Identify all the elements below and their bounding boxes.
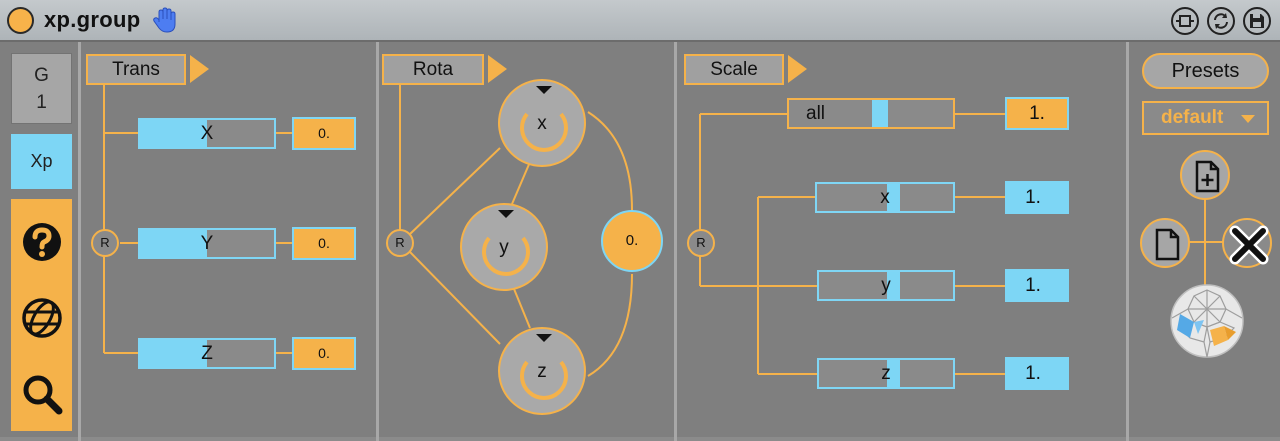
scale-arrow-icon[interactable] xyxy=(788,55,807,83)
scale-y-slider[interactable]: y xyxy=(817,270,955,301)
slider-fill xyxy=(887,360,900,387)
slider-fill xyxy=(140,340,207,367)
slider-fill xyxy=(140,230,207,257)
scale-x-value[interactable]: 1. xyxy=(1005,181,1069,214)
slider-fill xyxy=(872,100,888,127)
file-icon xyxy=(1155,228,1180,261)
scale-all-value[interactable]: 1. xyxy=(1005,97,1069,130)
chevron-down-icon xyxy=(1241,115,1255,123)
group-label: G xyxy=(34,65,49,86)
refresh-button[interactable] xyxy=(1207,7,1235,35)
hotswap-button[interactable] xyxy=(1171,7,1199,35)
scale-y-value[interactable]: 1. xyxy=(1005,269,1069,302)
question-icon[interactable] xyxy=(21,221,63,263)
trans-x-value[interactable]: 0. xyxy=(292,117,356,150)
rota-reset-button[interactable]: R xyxy=(386,229,414,257)
divider xyxy=(1126,42,1129,441)
slider-label: Y xyxy=(200,233,214,254)
xp-mode-button[interactable]: Xp xyxy=(11,134,72,189)
scale-label: Scale xyxy=(684,54,784,85)
group-button[interactable]: G 1 xyxy=(11,53,72,124)
delete-preset-button[interactable] xyxy=(1222,218,1272,268)
slider-label: z xyxy=(881,363,891,384)
presets-button[interactable]: Presets xyxy=(1142,53,1269,89)
dial-label: y xyxy=(499,237,509,258)
dial-label: x xyxy=(537,113,547,134)
dial-label: z xyxy=(537,361,547,382)
geodesic-sphere-icon xyxy=(1170,284,1244,358)
trans-label: Trans xyxy=(86,54,186,85)
slider-fill xyxy=(140,120,207,147)
title-bar: xp.group xyxy=(0,0,1280,42)
trans-reset-button[interactable]: R xyxy=(91,229,119,257)
add-preset-button[interactable] xyxy=(1180,150,1230,200)
slider-label: Z xyxy=(201,343,213,364)
load-preset-button[interactable] xyxy=(1140,218,1190,268)
dial-arc xyxy=(482,210,530,276)
globe-icon[interactable] xyxy=(21,297,63,339)
divider xyxy=(376,42,379,441)
divider xyxy=(674,42,677,441)
hand-icon xyxy=(153,7,176,33)
trans-y-slider[interactable]: Y xyxy=(138,228,276,259)
value-text: 1. xyxy=(1025,363,1041,384)
value-text: 1. xyxy=(1025,275,1041,296)
dial-arc xyxy=(520,86,568,152)
value-text: 1. xyxy=(1025,187,1041,208)
group-number: 1 xyxy=(36,92,47,113)
scale-reset-button[interactable]: R xyxy=(687,229,715,257)
dial-arc xyxy=(520,334,568,400)
device-title: xp.group xyxy=(44,7,141,32)
scale-z-value[interactable]: 1. xyxy=(1005,357,1069,390)
device-activator-button[interactable] xyxy=(7,7,34,34)
rota-arrow-icon[interactable] xyxy=(488,55,507,83)
sidebar-icon-column xyxy=(11,199,72,431)
rota-value[interactable]: 0. xyxy=(601,210,663,272)
rota-label: Rota xyxy=(382,54,484,85)
scale-z-slider[interactable]: z xyxy=(817,358,955,389)
preset-select-value: default xyxy=(1161,107,1224,128)
slider-label: y xyxy=(881,275,891,296)
slider-fill xyxy=(887,184,900,211)
preset-select[interactable]: default xyxy=(1142,101,1269,135)
trans-z-value[interactable]: 0. xyxy=(292,337,356,370)
slider-label: x xyxy=(880,187,890,208)
slider-fill xyxy=(887,272,900,299)
rota-x-dial[interactable]: x xyxy=(498,79,586,167)
trans-y-value[interactable]: 0. xyxy=(292,227,356,260)
search-icon[interactable] xyxy=(21,373,63,415)
save-button[interactable] xyxy=(1243,7,1271,35)
scale-x-slider[interactable]: x xyxy=(815,182,955,213)
trans-arrow-icon[interactable] xyxy=(190,55,209,83)
new-file-icon xyxy=(1195,160,1220,193)
divider xyxy=(78,42,81,441)
slider-label: all xyxy=(806,103,826,124)
trans-z-slider[interactable]: Z xyxy=(138,338,276,369)
rota-z-dial[interactable]: z xyxy=(498,327,586,415)
close-icon xyxy=(1229,225,1269,265)
slider-label: X xyxy=(200,123,214,144)
rota-y-dial[interactable]: y xyxy=(460,203,548,291)
trans-x-slider[interactable]: X xyxy=(138,118,276,149)
scale-all-slider[interactable]: all xyxy=(787,98,955,129)
